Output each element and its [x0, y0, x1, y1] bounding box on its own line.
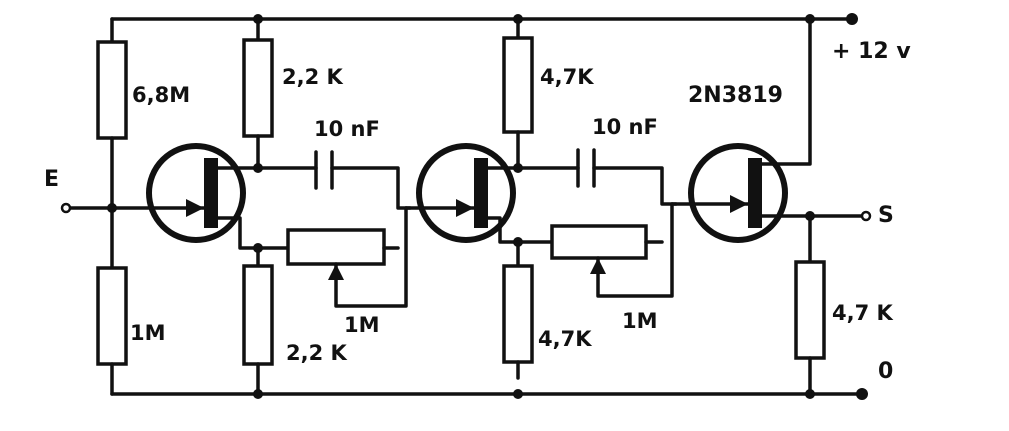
input-label: E: [44, 167, 59, 192]
r2-drain-label: 4,7K: [540, 65, 594, 89]
resistor-6-8m: [96, 40, 128, 140]
ground-rail: [110, 388, 868, 400]
pot-1m-first: [286, 228, 386, 266]
capacitor-1: [314, 150, 412, 210]
resistor-4-7k-drain: [502, 36, 534, 134]
output-label: S: [878, 203, 894, 228]
stage2-bias: [502, 17, 580, 380]
r-gate-top-label: 6,8M: [132, 83, 190, 107]
potentiometer-1: [256, 206, 408, 308]
r3-source-label: 4,7 K: [832, 301, 894, 325]
transistor-3: [670, 17, 812, 243]
supply-rail: [110, 13, 858, 25]
resistor-2-2k-drain: [242, 38, 274, 138]
r1-drain-label: 2,2 K: [282, 65, 344, 89]
output-stage: [794, 210, 872, 396]
stage1-bias: [242, 17, 318, 396]
r2-source-label: 4,7K: [538, 327, 592, 351]
pot2-label: 1M: [622, 309, 658, 333]
pot1-label: 1M: [344, 313, 380, 337]
resistor-4-7k-output: [794, 260, 826, 360]
r1-source-label: 2,2 K: [286, 341, 348, 365]
transistor-1: [110, 143, 260, 250]
c2-label: 10 nF: [592, 115, 658, 139]
capacitor-2: [576, 148, 678, 206]
input-terminal: [60, 202, 114, 214]
r-gate-bottom-label: 1M: [130, 321, 166, 345]
gate-divider: [96, 17, 128, 396]
resistor-2-2k-source: [242, 264, 274, 366]
supply-label: + 12 v: [832, 39, 911, 64]
resistor-4-7k-source: [502, 264, 534, 364]
resistor-1m-gate: [96, 266, 128, 366]
transistor-type-label: 2N3819: [688, 83, 783, 108]
c1-label: 10 nF: [314, 117, 380, 141]
potentiometer-2: [516, 202, 674, 298]
pot-1m-second: [550, 224, 648, 260]
transistor-2: [404, 143, 520, 244]
ground-label: 0: [878, 359, 893, 384]
